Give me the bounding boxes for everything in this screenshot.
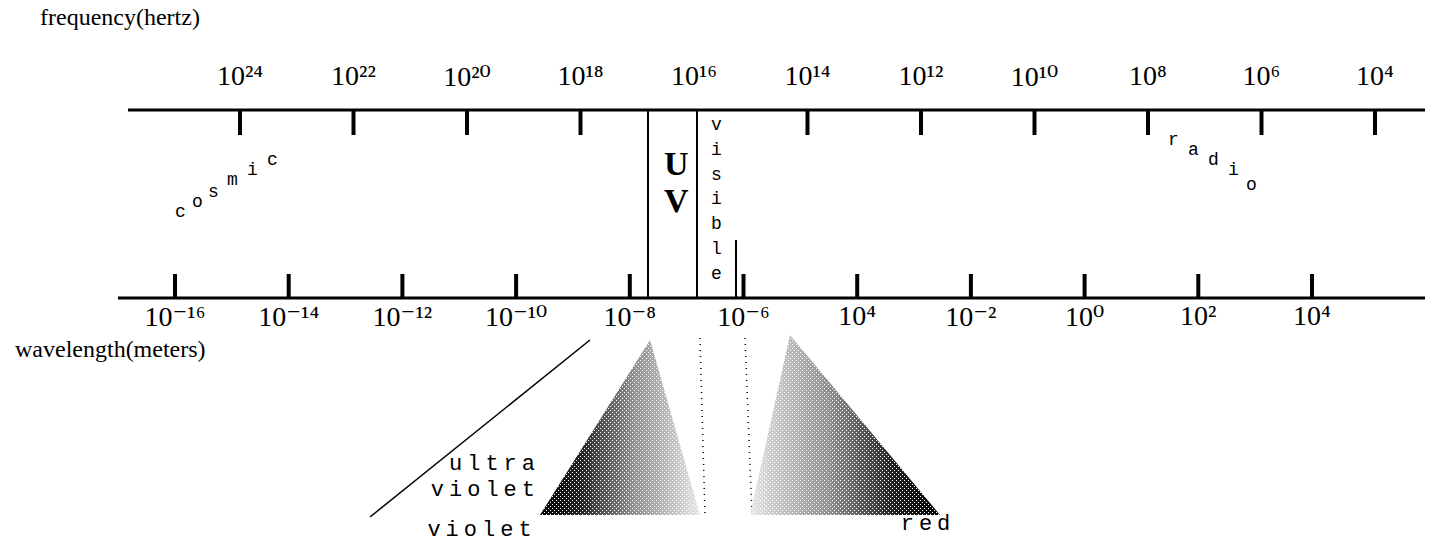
tick-mark: [1260, 111, 1264, 135]
tick-mark: [628, 274, 632, 297]
visible-band: visible: [698, 111, 735, 297]
band-label: UV: [664, 145, 681, 220]
axis-title: wavelength(meters): [15, 336, 206, 363]
frequency-value: 10⁶: [1243, 60, 1281, 92]
violet-fan-stipple: [540, 340, 700, 515]
violet-fan: [540, 340, 700, 515]
tick-mark: [287, 274, 291, 297]
tick-mark: [1196, 274, 1200, 297]
tick-mark: [806, 111, 810, 135]
frequency-value: 10¹²: [899, 60, 944, 92]
frequency-value: 10⁸: [1129, 60, 1167, 92]
band-line: [735, 240, 737, 298]
axis-title: frequency(hertz): [40, 4, 200, 31]
letter: d: [1208, 150, 1219, 170]
letter: c: [175, 202, 186, 222]
frequency-axis: [128, 109, 1425, 112]
tick-mark: [855, 274, 859, 297]
wavelength-value: 10⁻²: [945, 300, 996, 333]
tick-mark: [514, 274, 518, 297]
wavelength-value: 10⁻⁸: [604, 300, 657, 333]
tick-mark: [400, 274, 404, 297]
tick-mark: [1310, 274, 1314, 297]
wavelength-value: 10⁴: [1293, 300, 1331, 332]
color-name: violet: [427, 518, 536, 543]
frequency-value: 10¹⁰: [1011, 60, 1059, 93]
frequency-value: 10¹⁶: [671, 60, 717, 92]
letter: i: [247, 160, 258, 180]
wavelength-value: 10⁻⁶: [717, 300, 770, 333]
tick-mark: [579, 111, 583, 135]
band-name: ultra violet: [405, 452, 540, 504]
red-fan-stipple: [750, 335, 940, 515]
letter: c: [267, 150, 278, 170]
wavelength-value: 10⁴: [838, 300, 876, 332]
red-fan: [750, 335, 940, 515]
region-name: radio: [1168, 130, 1268, 200]
wavelength-value: 10⁻¹⁴: [258, 300, 319, 333]
frequency-value: 10²⁴: [217, 60, 263, 92]
tick-mark: [465, 111, 469, 135]
frequency-value: 10¹⁸: [557, 60, 603, 92]
band-line: [696, 110, 698, 298]
tick-mark: [1146, 111, 1150, 135]
color-name: red: [901, 512, 956, 537]
letter: r: [1168, 130, 1179, 150]
region-name: cosmic: [175, 150, 285, 225]
tick-mark: [919, 111, 923, 135]
frequency-value: 10²⁰: [443, 60, 491, 93]
letter: o: [192, 192, 203, 212]
tick-mark: [1083, 274, 1087, 297]
wavelength-value: 10⁰: [1065, 300, 1104, 333]
wavelength-value: 10²: [1180, 300, 1216, 332]
dotted-line: [700, 338, 705, 515]
frequency-ticks: [240, 111, 1375, 135]
tick-mark: [1373, 111, 1377, 135]
letter: o: [1246, 175, 1257, 195]
letter: s: [208, 182, 219, 202]
frequency-value: 10⁴: [1356, 60, 1394, 92]
wavelength-value: 10⁻¹²: [373, 300, 433, 333]
wavelength-value: 10⁻¹⁰: [485, 300, 547, 333]
tick-mark: [1033, 111, 1037, 135]
tick-mark: [969, 274, 973, 297]
band-label: visible: [711, 113, 722, 287]
letter: m: [227, 170, 238, 190]
wavelength-value: 10⁻¹⁶: [145, 300, 206, 333]
uv-band: UV: [649, 111, 696, 297]
dotted-line: [745, 338, 752, 515]
tick-mark: [173, 274, 177, 297]
wavelength-axis: [118, 297, 1425, 300]
tick-mark: [238, 111, 242, 135]
frequency-value: 10²²: [331, 60, 376, 92]
letter: a: [1188, 140, 1199, 160]
letter: i: [1228, 160, 1239, 180]
tick-mark: [352, 111, 356, 135]
wavelength-ticks: [175, 274, 1312, 297]
frequency-value: 10¹⁴: [784, 60, 830, 92]
tick-mark: [742, 274, 746, 297]
band-line: [647, 110, 649, 298]
